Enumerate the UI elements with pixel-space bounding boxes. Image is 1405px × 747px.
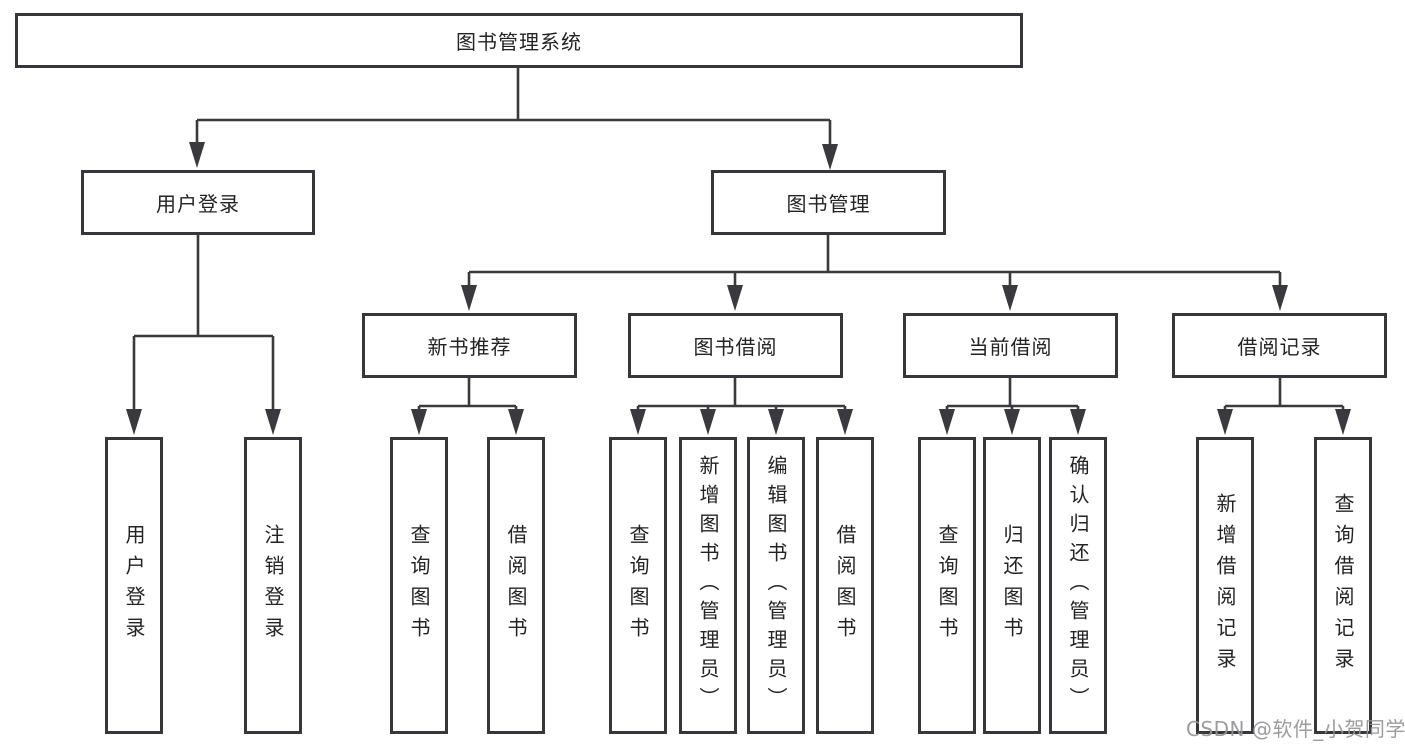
node-borrow-records-label: 借阅记录 [1237,335,1322,359]
leaf-confirm-return-admin-label: 确认归还（管理员） [1066,455,1090,716]
node-book-management: 图书管理 [711,170,946,235]
node-book-borrow: 图书借阅 [628,313,843,378]
leaf-add-borrow-record-label: 新增借阅记录 [1213,492,1237,679]
node-user-login: 用户登录 [81,170,315,235]
leaf-return-book-label: 归还图书 [1000,523,1024,648]
leaf-logout-label: 注销登录 [261,523,285,648]
leaf-return-book: 归还图书 [983,437,1041,734]
node-current-borrow: 当前借阅 [903,313,1118,378]
leaf-logout: 注销登录 [244,437,302,734]
leaf-recommend-borrow-books-label: 借阅图书 [504,523,528,648]
node-new-book-recommend-label: 新书推荐 [427,335,512,359]
leaf-add-book-admin-label: 新增图书（管理员） [696,455,720,716]
csdn-watermark: CSDN @软件_小贺同学 [1186,717,1405,741]
leaf-add-borrow-record: 新增借阅记录 [1196,437,1254,734]
leaf-recommend-query-books: 查询图书 [390,437,448,734]
node-user-login-label: 用户登录 [156,192,240,216]
leaf-recommend-borrow-books: 借阅图书 [487,437,545,734]
leaf-recommend-query-books-label: 查询图书 [407,523,431,648]
leaf-borrow-book: 借阅图书 [816,437,874,734]
node-current-borrow-label: 当前借阅 [968,335,1053,359]
node-book-management-label: 图书管理 [786,192,871,216]
leaf-borrow-query-books-label: 查询图书 [626,523,650,648]
leaf-user-login-label: 用户登录 [122,523,146,648]
leaf-add-book-admin: 新增图书（管理员） [679,437,737,734]
root-box-library-system: 图书管理系统 [15,13,1023,68]
leaf-query-borrow-record: 查询借阅记录 [1314,437,1372,734]
node-new-book-recommend: 新书推荐 [362,313,577,378]
leaf-user-login: 用户登录 [105,437,163,734]
leaf-confirm-return-admin: 确认归还（管理员） [1049,437,1107,734]
leaf-query-borrow-record-label: 查询借阅记录 [1331,492,1355,679]
leaf-borrow-book-label: 借阅图书 [833,523,857,648]
node-borrow-records: 借阅记录 [1172,313,1387,378]
leaf-edit-book-admin: 编辑图书（管理员） [747,437,805,734]
root-label: 图书管理系统 [456,30,582,54]
leaf-current-query-books: 查询图书 [918,437,976,734]
leaf-current-query-books-label: 查询图书 [935,523,959,648]
leaf-edit-book-admin-label: 编辑图书（管理员） [764,455,788,716]
leaf-borrow-query-books: 查询图书 [609,437,667,734]
node-book-borrow-label: 图书借阅 [693,335,778,359]
